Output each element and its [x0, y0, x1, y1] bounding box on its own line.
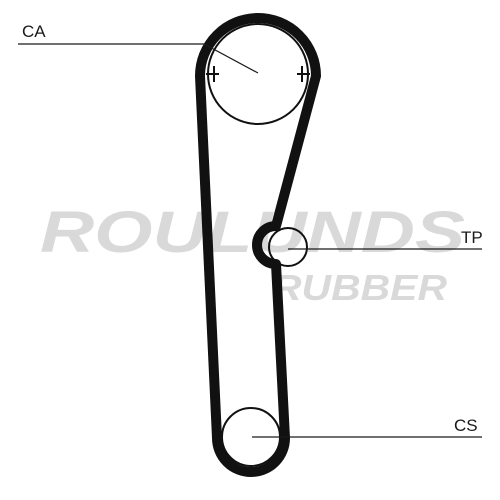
- camshaft-pulley-circle: [207, 23, 309, 125]
- watermark-sub: RUBBER: [272, 267, 447, 308]
- camshaft-pulley: [206, 23, 310, 125]
- watermark: ROULUNDS RUBBER: [40, 200, 465, 308]
- camshaft-label: CA: [22, 22, 46, 41]
- camshaft-leader-line: [18, 43, 259, 74]
- tensioner-label: TP: [461, 228, 483, 247]
- timing-belt: [195, 13, 321, 477]
- tensioner-pulley: [268, 227, 308, 267]
- crankshaft-label: CS: [454, 416, 478, 435]
- watermark-brand: ROULUNDS: [40, 200, 465, 265]
